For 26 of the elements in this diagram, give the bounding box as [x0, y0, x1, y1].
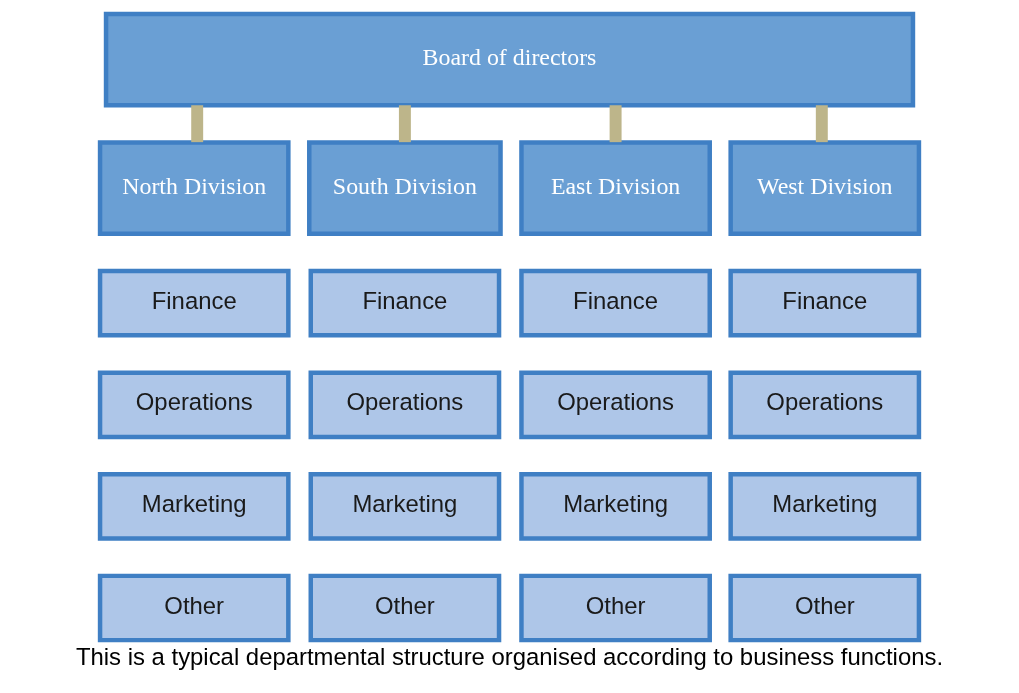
node-box: Marketing	[308, 472, 502, 541]
node-box: West Division	[728, 140, 922, 236]
node-box: Marketing	[728, 472, 922, 541]
node-box: Other	[308, 573, 502, 643]
node-box: Board of directors	[103, 11, 916, 108]
node-box: Other	[519, 573, 712, 643]
node-box: Other	[97, 573, 291, 643]
connector	[609, 105, 622, 143]
node-box: Finance	[728, 268, 922, 338]
caption: This is a typical departmental structure organised according to business functions.	[75, 643, 944, 671]
node-box: Operations	[308, 370, 502, 440]
node-box: Finance	[308, 268, 502, 338]
connector	[398, 105, 411, 143]
node-box: Operations	[97, 370, 291, 440]
node-box: Marketing	[519, 472, 712, 541]
node-box: Finance	[97, 268, 291, 338]
node-box: North Division	[97, 140, 291, 236]
node-box: Operations	[728, 370, 922, 440]
node-box: Marketing	[97, 472, 291, 541]
node-box: Other	[728, 573, 922, 643]
connector	[191, 105, 204, 143]
node-box: Finance	[519, 268, 712, 338]
node-box: Operations	[519, 370, 712, 440]
node-box: East Division	[519, 140, 712, 236]
node-box: South Division	[307, 140, 503, 236]
connector	[815, 105, 828, 143]
